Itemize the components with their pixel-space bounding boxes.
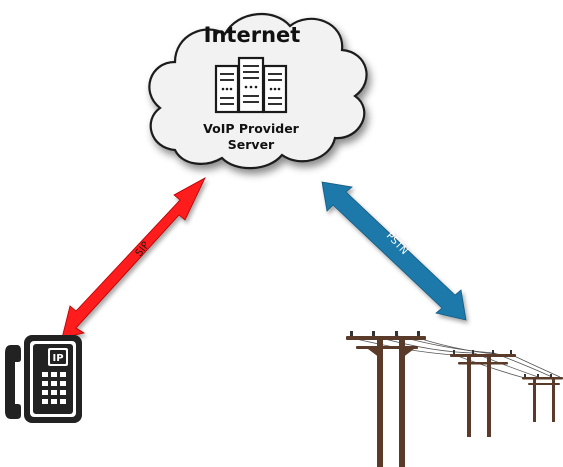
cloud-title: Internet <box>204 23 301 47</box>
server-rack-icon <box>214 56 288 114</box>
pstn-link: PSTN <box>321 181 467 321</box>
phone-screen-label: IP <box>52 353 63 364</box>
pstn-arrow <box>321 181 467 321</box>
internet-cloud: Internet <box>148 13 368 170</box>
power-lines-icon <box>346 331 563 467</box>
ip-phone-icon: IP <box>5 335 82 423</box>
sip-link: SIP <box>61 177 206 339</box>
server-label-line2: Server <box>228 137 275 152</box>
sip-arrow <box>61 177 206 339</box>
server-label-line1: VoIP Provider <box>203 121 300 136</box>
